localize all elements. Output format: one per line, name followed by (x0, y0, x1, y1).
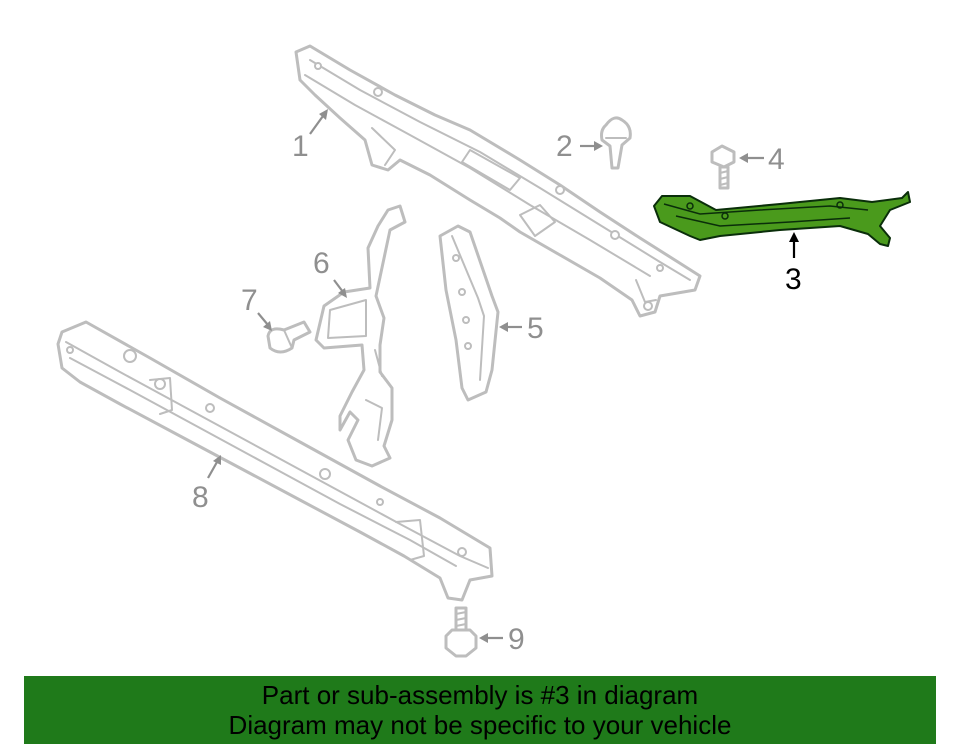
callout-2: 2 (556, 130, 603, 163)
callout-9-label: 9 (508, 623, 525, 656)
callout-7: 7 (241, 284, 272, 331)
part-5-plate[interactable] (438, 224, 500, 402)
callout-8: 8 (192, 455, 221, 514)
callout-6-label: 6 (313, 247, 330, 280)
callout-9: 9 (479, 623, 525, 656)
callout-5-label: 5 (527, 312, 544, 345)
info-banner: Part or sub-assembly is #3 in diagram Di… (24, 676, 936, 744)
callout-3-label: 3 (785, 263, 802, 296)
part-8-lower-support[interactable] (56, 320, 494, 602)
part-3-support-brace[interactable] (653, 191, 911, 247)
banner-line-2: Diagram may not be specific to your vehi… (228, 710, 732, 740)
callout-4: 4 (739, 143, 785, 176)
callout-6: 6 (313, 247, 347, 298)
parts-diagram: 1 2 4 3 6 5 7 8 9 (56, 44, 911, 658)
callout-5: 5 (499, 312, 544, 345)
part-9-bolt[interactable] (444, 606, 478, 658)
callout-1-label: 1 (292, 130, 309, 163)
callout-2-label: 2 (556, 130, 573, 163)
part-1-upper-support[interactable] (294, 44, 702, 318)
callout-8-label: 8 (192, 481, 209, 514)
callout-1: 1 (292, 109, 328, 163)
callout-4-label: 4 (768, 143, 785, 176)
part-4-bolt[interactable] (710, 144, 736, 190)
part-7-clip[interactable] (266, 320, 312, 354)
callout-3: 3 (785, 232, 802, 296)
callout-7-label: 7 (241, 284, 258, 317)
part-2-clip[interactable] (600, 116, 632, 170)
banner-line-1: Part or sub-assembly is #3 in diagram (261, 680, 699, 710)
part-6-side-bracket[interactable] (314, 204, 407, 468)
